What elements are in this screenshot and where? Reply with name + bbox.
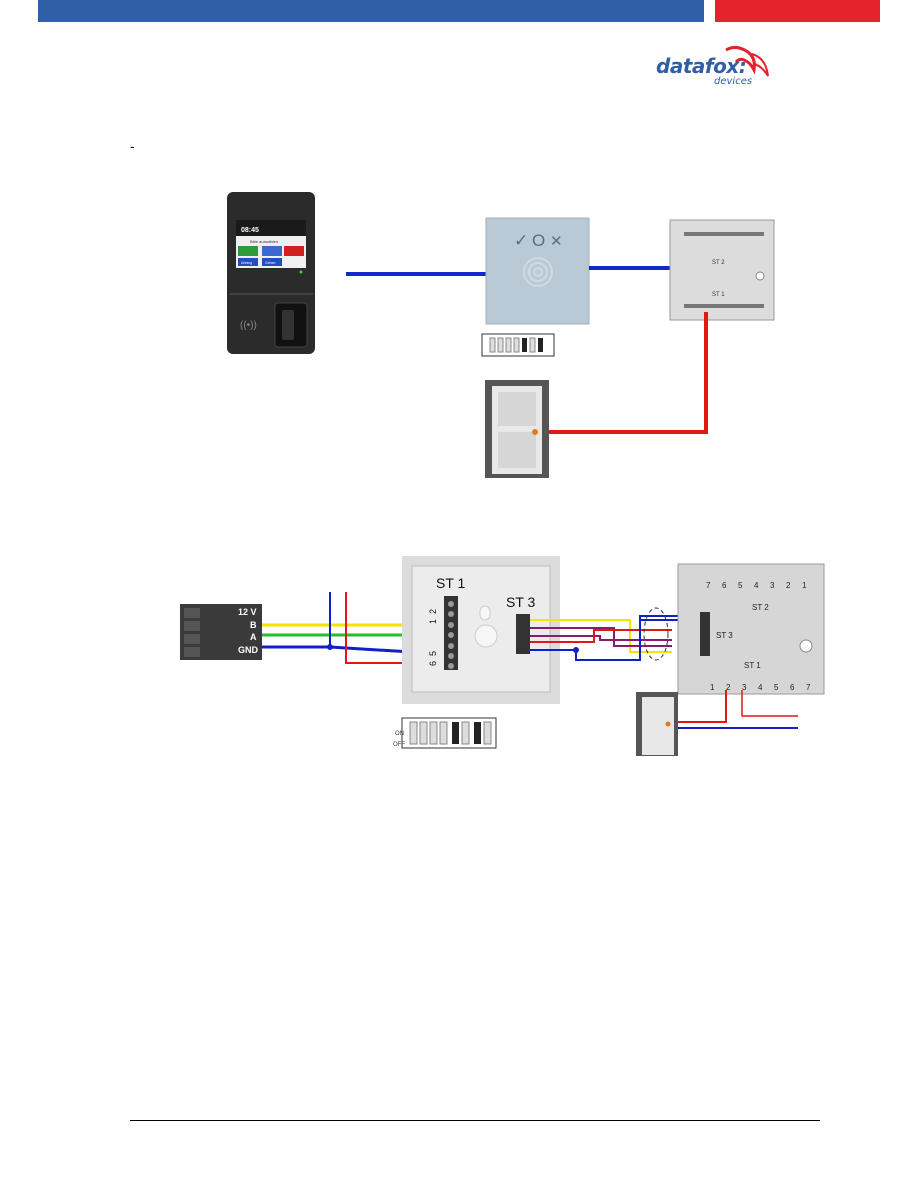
module1-st2: ST 2 (712, 260, 725, 266)
conn-label-gnd: GND (238, 645, 259, 655)
reader-st3-label: ST 3 (506, 594, 536, 610)
module2-bottom-pin-6: 6 (790, 683, 795, 692)
bus-connector: 12 V B A GND (180, 604, 262, 660)
module2-st2: ST 2 (752, 603, 769, 612)
terminal-btn-out: Gehen (265, 261, 276, 265)
module2-top-pin-5: 5 (738, 581, 743, 590)
module2-top-pin-2: 2 (786, 581, 791, 590)
module2-bottom-pin-5: 5 (774, 683, 779, 692)
reader-check: ✓ (514, 231, 528, 250)
card-reader: ✓ O ✕ (485, 217, 590, 325)
module2-bottom-pin-1: 1 (710, 683, 715, 692)
module2-bottom-pin-3: 3 (742, 683, 747, 692)
reader-board: ST 1 ST 3 2 1 5 6 (402, 556, 560, 704)
reader-circle: O (532, 231, 545, 250)
diagram-2: 12 V B A GND ST 1 ST 3 2 1 5 6 (180, 556, 825, 756)
module2-top-pin-4: 4 (754, 581, 759, 590)
io-module-1: ST 2 ST 1 (669, 219, 775, 321)
terminal-btn-in: Anfang (241, 261, 252, 265)
header-bar-red (715, 0, 880, 22)
reader-st1-pin5: 5 (428, 651, 438, 656)
terminal-time: 08:45 (241, 227, 259, 234)
conn-label-12v: 12 V (238, 607, 257, 617)
reader-st1-pin2: 2 (428, 609, 438, 614)
dip-off: OFF (393, 742, 405, 748)
conn-label-b: B (250, 620, 257, 630)
module2-bottom-pin-2: 2 (726, 683, 731, 692)
datafox-logo: datafox: devices (656, 44, 776, 94)
conn-label-a: A (250, 632, 257, 642)
module2-top-pin-1: 1 (802, 581, 807, 590)
reader-st1-label: ST 1 (436, 575, 466, 591)
module2-top-pin-6: 6 (722, 581, 727, 590)
header-bar-blue (38, 0, 704, 22)
footer-divider (130, 1120, 820, 1121)
module1-st1: ST 1 (712, 292, 725, 298)
list-marker: - (130, 138, 135, 154)
module2-top-pin-3: 3 (770, 581, 775, 590)
diagram-1: 08:45 Bitte auswählen Anfang Gehen ((•))… (227, 192, 775, 478)
module2-top-pin-7: 7 (706, 581, 711, 590)
reader-st1-pin6: 6 (428, 661, 438, 666)
rfid-icon: ((•)) (240, 320, 257, 331)
io-module-2: 7 6 5 4 3 2 1 ST 2 ST 3 ST 1 1 2 3 4 5 6… (677, 563, 825, 695)
logo-sub: devices (714, 76, 753, 87)
module2-bottom-pin-4: 4 (758, 683, 763, 692)
dip-switch-1 (481, 333, 555, 357)
terminal-device: 08:45 Bitte auswählen Anfang Gehen ((•)) (227, 192, 315, 354)
logo-brand: datafox: (656, 54, 747, 78)
terminal-caption: Bitte auswählen (250, 239, 278, 244)
reader-st1-pin1: 1 (428, 619, 438, 624)
module2-st3: ST 3 (716, 631, 733, 640)
dip-on: ON (395, 731, 404, 737)
module2-bottom-pin-7: 7 (806, 683, 811, 692)
dip-switch-2: ON OFF (393, 717, 497, 749)
reader-cross: ✕ (550, 233, 563, 250)
door-1 (485, 380, 549, 478)
fox-icon (725, 45, 769, 77)
module2-st1: ST 1 (744, 661, 761, 670)
door-2 (636, 692, 678, 756)
